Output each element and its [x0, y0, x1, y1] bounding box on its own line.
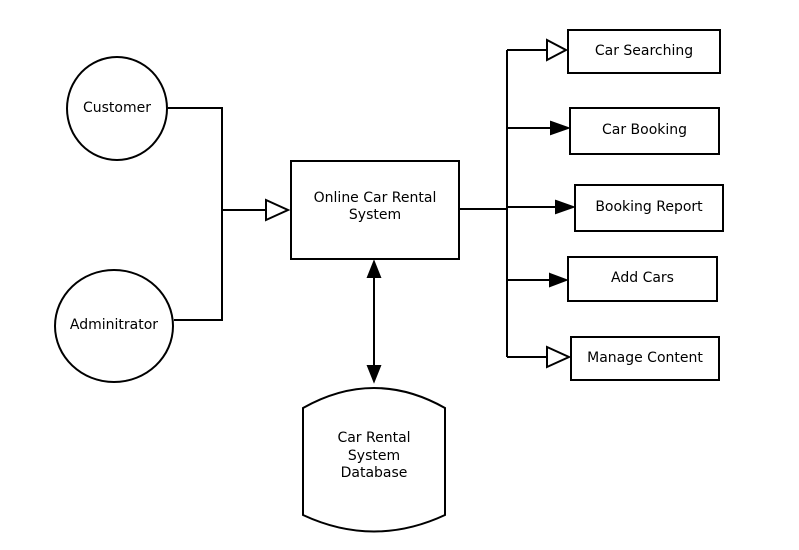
hollow-arrow-head	[546, 38, 569, 62]
customer-actor: Customer	[66, 56, 168, 161]
customer-label: Customer	[82, 99, 151, 116]
output-label: Car Searching	[594, 42, 694, 59]
filled-arrow-head	[366, 365, 382, 384]
output-booking-report: Booking Report	[574, 184, 724, 232]
administrator-actor: Adminitrator	[54, 269, 174, 383]
hollow-arrow-head	[546, 345, 572, 369]
output-car-booking: Car Booking	[569, 107, 720, 155]
output-label: Booking Report	[595, 199, 703, 216]
hollow-arrow-head	[265, 198, 291, 222]
output-label: Add Cars	[611, 270, 674, 287]
system-label: Online Car Rental System	[313, 189, 437, 224]
output-manage-content: Manage Content	[570, 336, 720, 381]
output-car-searching: Car Searching	[567, 29, 721, 74]
output-add-cars: Add Cars	[567, 256, 718, 302]
database-cylinder	[302, 387, 446, 533]
output-label: Car Booking	[601, 122, 688, 139]
filled-arrow-head	[550, 120, 572, 136]
administrator-connector	[174, 210, 223, 321]
administrator-label: Adminitrator	[69, 317, 159, 334]
filled-arrow-head	[555, 199, 577, 215]
filled-arrow-head	[366, 259, 382, 278]
database-label: Car Rental System Database	[337, 430, 411, 481]
system-process-box: Online Car Rental System	[290, 160, 460, 260]
filled-arrow-head	[549, 272, 569, 288]
customer-connector	[168, 107, 223, 210]
output-label: Manage Content	[587, 349, 703, 366]
